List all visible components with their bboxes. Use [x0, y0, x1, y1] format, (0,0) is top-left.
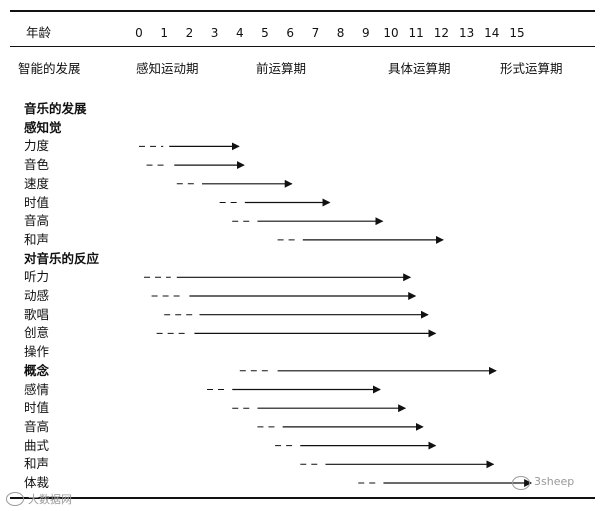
top-rule [10, 10, 595, 12]
section-heading: 音乐的发展 [24, 101, 87, 116]
stage-sensorimotor: 感知运动期 [136, 61, 199, 76]
age-tick-label: 13 [458, 26, 475, 40]
row-label: 力度 [24, 138, 50, 154]
section-heading: 对音乐的反应 [24, 250, 100, 266]
section-heading: 感知觉 [24, 119, 62, 135]
row-label: 歌唱 [24, 306, 50, 322]
section-heading: 概念 [24, 362, 50, 378]
age-tick-label: 9 [361, 26, 370, 40]
row-label: 音色 [24, 157, 50, 173]
row-label: 速度 [24, 175, 50, 191]
stage-preoperational: 前运算期 [256, 61, 307, 76]
age-tick-label: 15 [509, 26, 525, 40]
age-tick-label: 5 [261, 26, 269, 40]
age-tick-label: 12 [433, 26, 450, 40]
age-tick-label: 10 [383, 26, 399, 40]
row-label: 和声 [24, 231, 50, 247]
age-tick-label: 3 [210, 26, 219, 40]
row-label: 音高 [24, 418, 50, 434]
row-label: 时值 [24, 194, 50, 210]
header-divider [10, 46, 595, 47]
age-tick-label: 4 [235, 26, 244, 40]
age-tick-label: 6 [286, 26, 295, 40]
wechat-icon [512, 476, 530, 490]
row-label: 创意 [24, 325, 50, 341]
row-label: 操作 [24, 344, 50, 360]
age-header-label: 年龄 [26, 25, 52, 40]
age-tick-label: 14 [484, 26, 500, 40]
row-label: 音高 [24, 213, 50, 229]
row-label: 听力 [24, 269, 50, 285]
row-label: 动感 [24, 288, 50, 303]
age-tick-label: 1 [160, 26, 169, 40]
row-label: 和声 [24, 456, 50, 472]
watermark-left: 大数据网 [28, 493, 72, 506]
row-label: 感情 [24, 381, 50, 397]
stage-concrete-operational: 具体运算期 [388, 61, 451, 76]
stage-formal-operational: 形式运算期 [500, 61, 563, 76]
watermark-logo-icon [6, 492, 24, 506]
age-tick-label: 11 [408, 26, 424, 40]
watermark-right: 3sheep [534, 475, 575, 488]
row-label: 曲式 [24, 437, 50, 453]
age-tick-label: 2 [185, 26, 194, 40]
age-tick-label: 0 [135, 26, 143, 40]
age-tick-label: 8 [336, 26, 345, 40]
age-tick-label: 7 [311, 26, 320, 40]
bottom-rule [10, 497, 595, 499]
row-label: 时值 [24, 400, 50, 416]
intelligence-development-label: 智能的发展 [18, 61, 81, 76]
row-label: 体裁 [24, 475, 50, 490]
